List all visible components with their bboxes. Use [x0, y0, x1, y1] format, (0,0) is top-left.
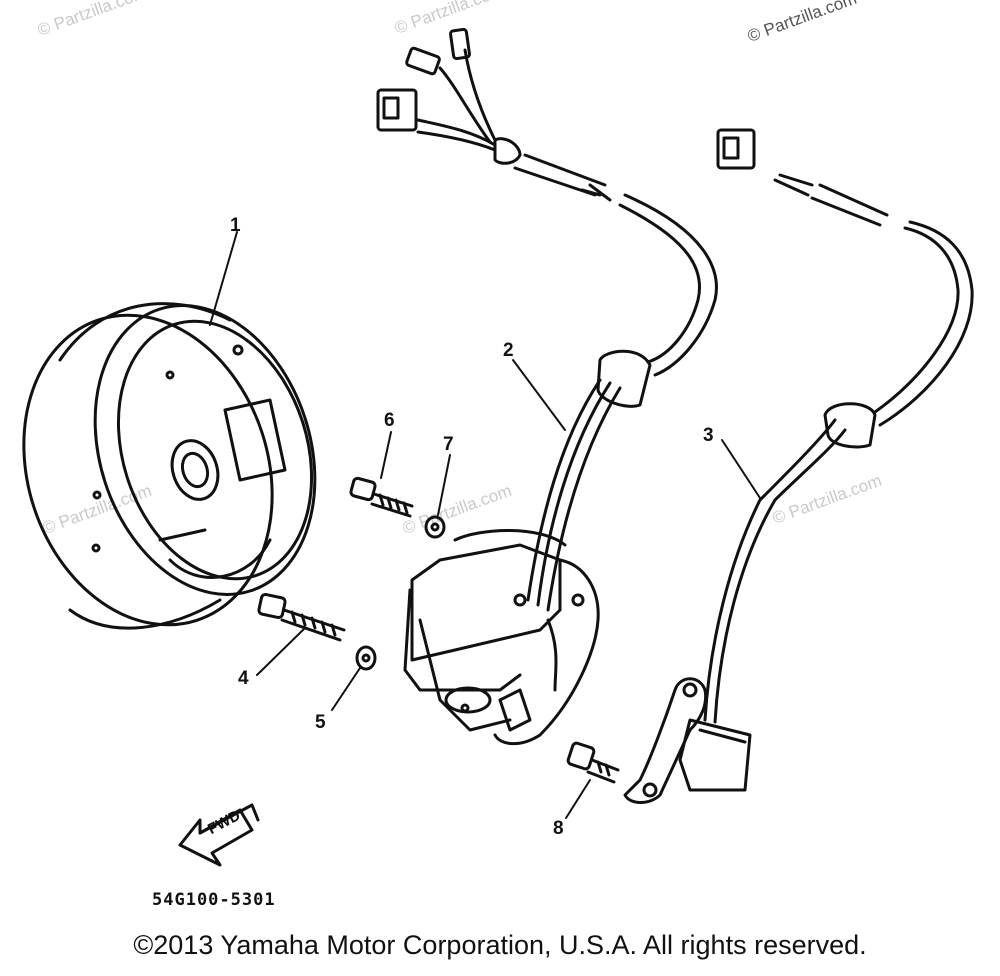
callout-6: 6 [384, 410, 395, 431]
washer-5 [331, 645, 377, 711]
pickup-coil [623, 128, 974, 804]
callout-7: 7 [443, 434, 454, 455]
callout-5: 5 [315, 712, 326, 733]
bolt-8 [565, 741, 620, 819]
callout-2: 2 [503, 340, 514, 361]
washer-7 [424, 454, 451, 539]
flywheel-rotor [22, 231, 317, 630]
stator-coil [376, 27, 718, 746]
copyright-notice: ©2013 Yamaha Motor Corporation, U.S.A. A… [133, 930, 867, 960]
callout-4: 4 [238, 668, 249, 689]
callout-8: 8 [553, 818, 564, 839]
forward-arrow-icon [178, 803, 260, 867]
callout-1: 1 [230, 215, 241, 236]
bolt-4 [256, 592, 346, 676]
part-code: 54G100-5301 [152, 890, 276, 910]
bolt-6 [349, 431, 414, 518]
callout-3: 3 [703, 425, 714, 446]
